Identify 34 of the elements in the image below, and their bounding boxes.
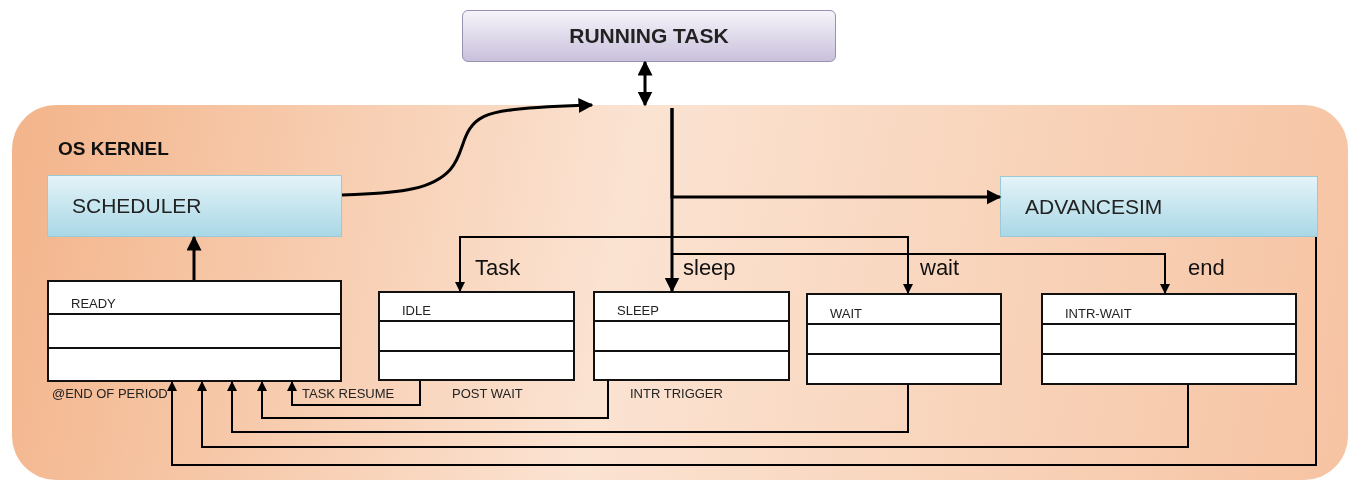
edge-label: end [1188,255,1225,281]
state-name: INTR-WAIT [1065,306,1132,323]
state-table [1041,293,1297,385]
box-label: ADVANCESIM [1025,194,1163,219]
edge-label: wait [920,255,960,281]
state-name: IDLE [402,303,431,321]
edge-label: Task [475,255,521,281]
arrow [257,380,609,419]
arrow [637,60,653,107]
process-box [1000,176,1318,237]
container-panel [12,105,1348,480]
banner-box [462,10,836,62]
state-table [47,280,342,382]
section-title: OS KERNEL [58,138,169,160]
box-label: SCHEDULER [72,194,202,218]
signal-label: INTR TRIGGER [630,386,723,401]
box-label: RUNNING TASK [569,24,729,48]
arrow [186,235,202,280]
process-box [47,175,342,237]
state-name: SLEEP [617,303,659,321]
arrow [167,236,1317,466]
signal-label: POST WAIT [452,386,523,401]
arrow [287,380,421,406]
arrow [664,108,680,293]
arrow [227,381,909,433]
arrow [197,381,1189,448]
state-name: READY [71,296,116,314]
state-table [806,293,1002,385]
arrow [671,107,1170,294]
state-name: WAIT [830,306,862,323]
signal-label: @END OF PERIOD [52,386,168,401]
edge-label: sleep [683,255,736,281]
signal-label: TASK RESUME [302,386,395,401]
arrow [341,98,594,197]
